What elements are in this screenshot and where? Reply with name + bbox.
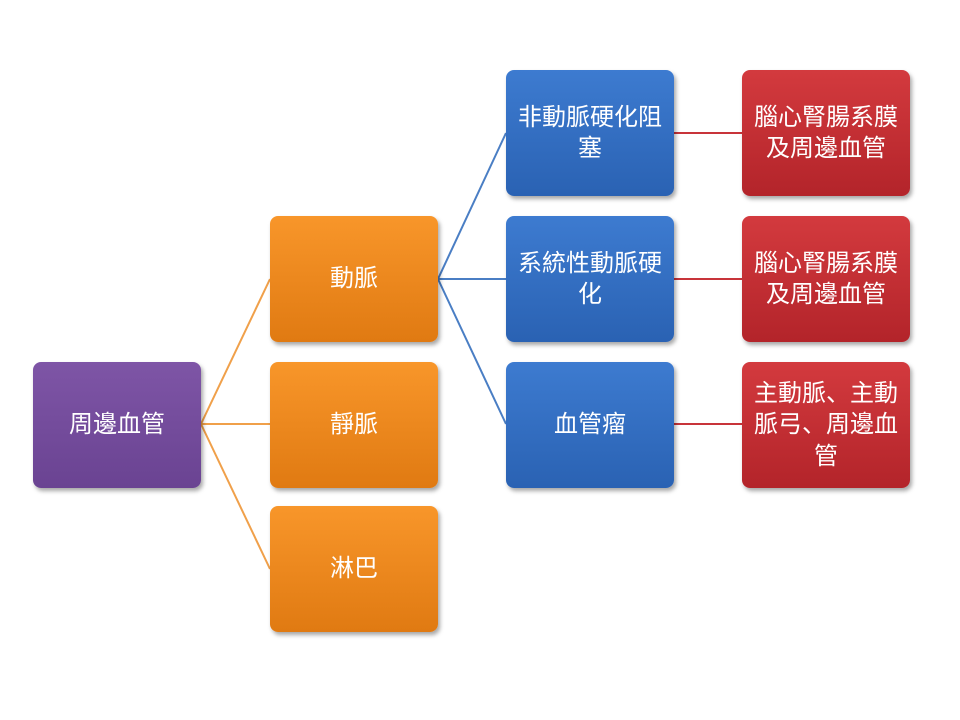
node-label: 非動脈硬化阻塞 [518,102,662,162]
node-label: 腦心腎腸系膜及周邊血管 [754,102,898,162]
connector-root-to-artery [200,278,271,425]
node-label: 腦心腎腸系膜及周邊血管 [754,248,898,308]
node-peripheral-vessels: 周邊血管 [33,362,201,488]
node-label: 系統性動脈硬化 [518,248,662,308]
node-artery: 動脈 [270,216,438,342]
node-label: 主動脈、主動脈弓、周邊血管 [754,379,898,470]
connector-artery-to-nonathero [437,132,507,280]
node-vein: 靜脈 [270,362,438,488]
node-leaf-systemic-sites: 腦心腎腸系膜及周邊血管 [742,216,910,342]
connector-artery-to-aneurysm [437,278,507,425]
node-label: 動脈 [330,264,378,293]
node-label: 周邊血管 [69,410,165,439]
node-label: 靜脈 [330,410,378,439]
node-systemic-atherosclerosis: 系統性動脈硬化 [506,216,674,342]
node-leaf-nonathero-sites: 腦心腎腸系膜及周邊血管 [742,70,910,196]
connector-root-to-lymph [200,423,271,570]
node-non-atherosclerotic-occlusion: 非動脈硬化阻塞 [506,70,674,196]
node-aneurysm: 血管瘤 [506,362,674,488]
node-leaf-aneurysm-sites: 主動脈、主動脈弓、周邊血管 [742,362,910,488]
node-label: 淋巴 [330,554,378,583]
node-label: 血管瘤 [554,410,626,439]
node-lymph: 淋巴 [270,506,438,632]
